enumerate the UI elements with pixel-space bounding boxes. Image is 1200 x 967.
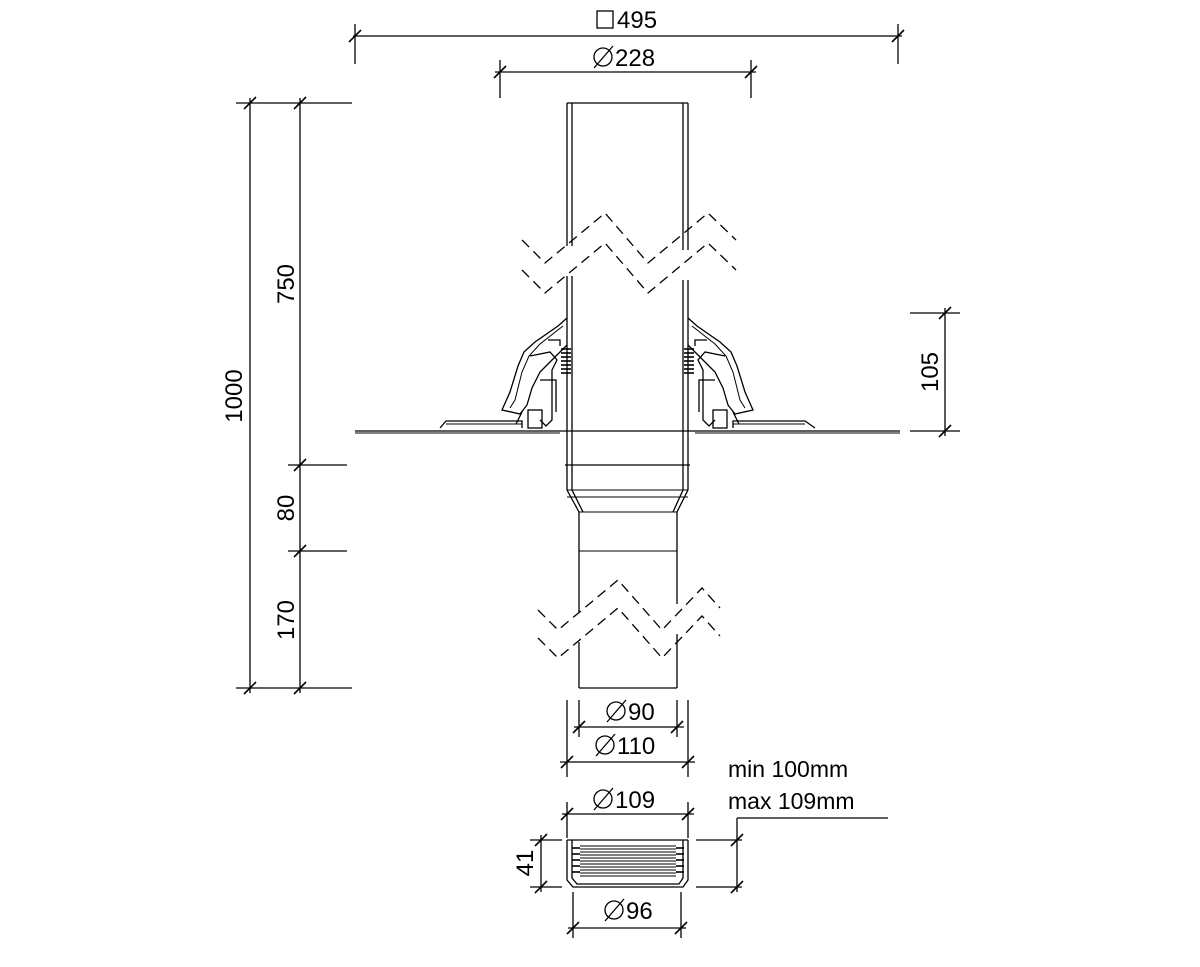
dim-total-height: 1000 [221,96,352,695]
dim-flashing-height: 105 [910,306,960,438]
diameter-symbol-icon [595,733,616,757]
dim-inner-diameter: 90 [572,699,684,737]
dim-outer-square: 495 [348,7,905,64]
thread-teeth-left [572,847,580,873]
seal-spring-left [561,348,571,374]
note-min: min 100mm [728,756,848,782]
diameter-symbol-icon [604,898,625,922]
dim-outer-square-value: 495 [617,7,657,34]
pipe-coupler [566,839,689,888]
dim-flange-diameter-value: 228 [615,45,655,72]
dim-total-height-value: 1000 [221,369,248,422]
dim-inner-diameter-value: 90 [628,699,655,726]
dim-coupler-height-value: 41 [512,850,539,877]
note-max: max 109mm [728,788,855,814]
square-symbol-icon [596,10,614,29]
range-note: min 100mm max 109mm [696,756,888,894]
diameter-symbol-icon [593,787,614,811]
dim-coupler-top-diameter-value: 109 [615,787,655,814]
thread-lines [580,845,676,877]
dim-flashing-height-value: 105 [917,352,944,392]
dim-coupler-bottom-diameter: 96 [566,892,688,938]
flashing-right [684,317,754,429]
diameter-symbol-icon [606,699,627,723]
dim-coupler-top-diameter: 109 [560,787,695,838]
dim-coupler-height: 41 [512,833,562,894]
diameter-symbol-icon [593,45,614,69]
dim-flange-diameter: 228 [493,45,758,98]
roof-membrane [355,420,900,434]
thread-teeth-right [676,847,684,873]
seal-spring-right [684,348,694,374]
break-line-upper [521,212,737,302]
dim-lower-pipe-value: 170 [273,600,300,640]
break-line-lower [537,579,721,660]
dim-reducer-value: 80 [273,495,300,522]
dim-coupler-bottom-diameter-value: 96 [626,898,653,925]
flashing-left [501,317,571,429]
dim-outer-diameter-value: 110 [617,733,655,760]
dim-upper-pipe-value: 750 [273,264,300,304]
dim-segments: 750 80 170 [273,96,347,695]
dim-outer-diameter: 110 [560,700,695,777]
